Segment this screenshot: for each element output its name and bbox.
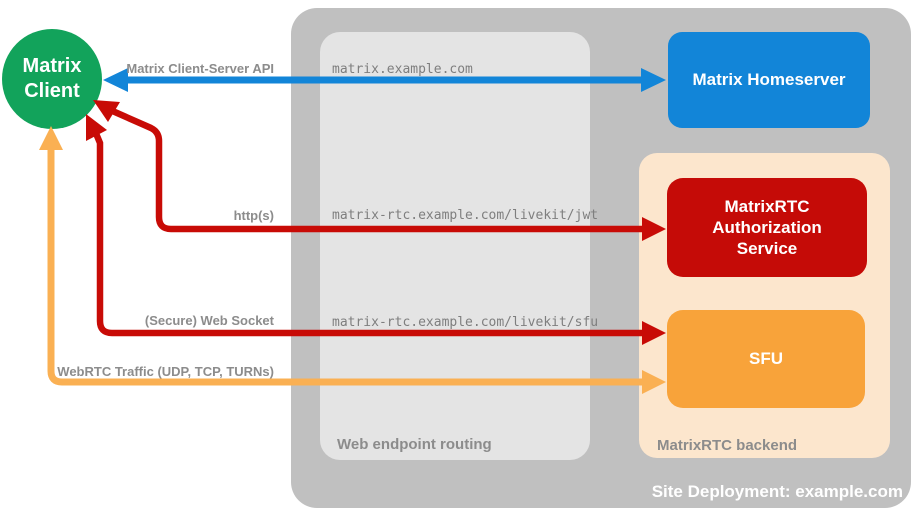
arrowhead-client-https [93, 100, 120, 122]
label-websocket: (Secure) Web Socket [144, 313, 274, 328]
matrixrtc-backend-container: MatrixRTC Authorization Service SFU Matr… [639, 153, 890, 458]
label-client-server-api: Matrix Client-Server API [126, 61, 274, 76]
matrix-client-label-line2: Client [24, 80, 80, 102]
web-endpoint-routing-label: Web endpoint routing [337, 436, 492, 453]
route-entry-livekit-sfu: matrix-rtc.example.com/livekit/sfu [332, 315, 599, 330]
label-webrtc-traffic: WebRTC Traffic (UDP, TCP, TURNs) [57, 364, 274, 379]
matrix-client-node: Matrix Client [2, 29, 102, 129]
arrowhead-client-websocket [86, 114, 107, 141]
route-entry-matrix: matrix.example.com [332, 62, 473, 77]
site-deployment-container: matrix.example.com matrix-rtc.example.co… [291, 8, 911, 508]
sfu-node: SFU [667, 310, 865, 408]
matrixrtc-authorization-service-node: MatrixRTC Authorization Service [667, 178, 867, 277]
web-endpoint-routing-box: matrix.example.com matrix-rtc.example.co… [320, 32, 598, 460]
matrix-homeserver-node: Matrix Homeserver [668, 32, 870, 128]
arrowhead-client-webrtc [39, 126, 63, 150]
matrix-client-label-line1: Matrix [22, 55, 82, 77]
route-entry-livekit-jwt: matrix-rtc.example.com/livekit/jwt [332, 208, 599, 223]
matrixrtc-backend-label: MatrixRTC backend [657, 437, 798, 454]
site-deployment-label: Site Deployment: example.com [651, 482, 903, 501]
label-https: http(s) [233, 208, 274, 223]
